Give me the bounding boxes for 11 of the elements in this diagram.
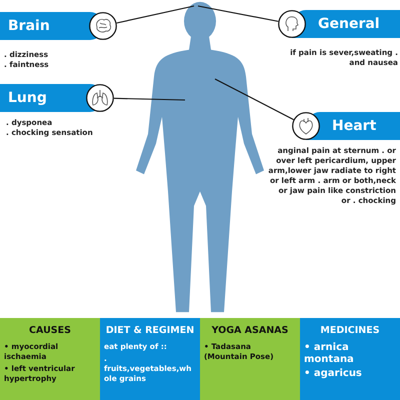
section-banner: General: [292, 10, 400, 38]
leader-line: [198, 5, 278, 22]
leader-line: [214, 78, 294, 120]
list-item: • arnica montana: [304, 342, 355, 366]
leader-line: [116, 5, 194, 24]
column-heading: DIET & REGIMEN: [104, 325, 196, 336]
list-item: • agaricus: [304, 368, 363, 380]
column-heading: MEDICINES: [319, 325, 381, 336]
column-heading: YOGA ASANAS: [210, 325, 290, 336]
column-heading: CAUSES: [28, 325, 72, 336]
leader-line: [114, 98, 186, 101]
